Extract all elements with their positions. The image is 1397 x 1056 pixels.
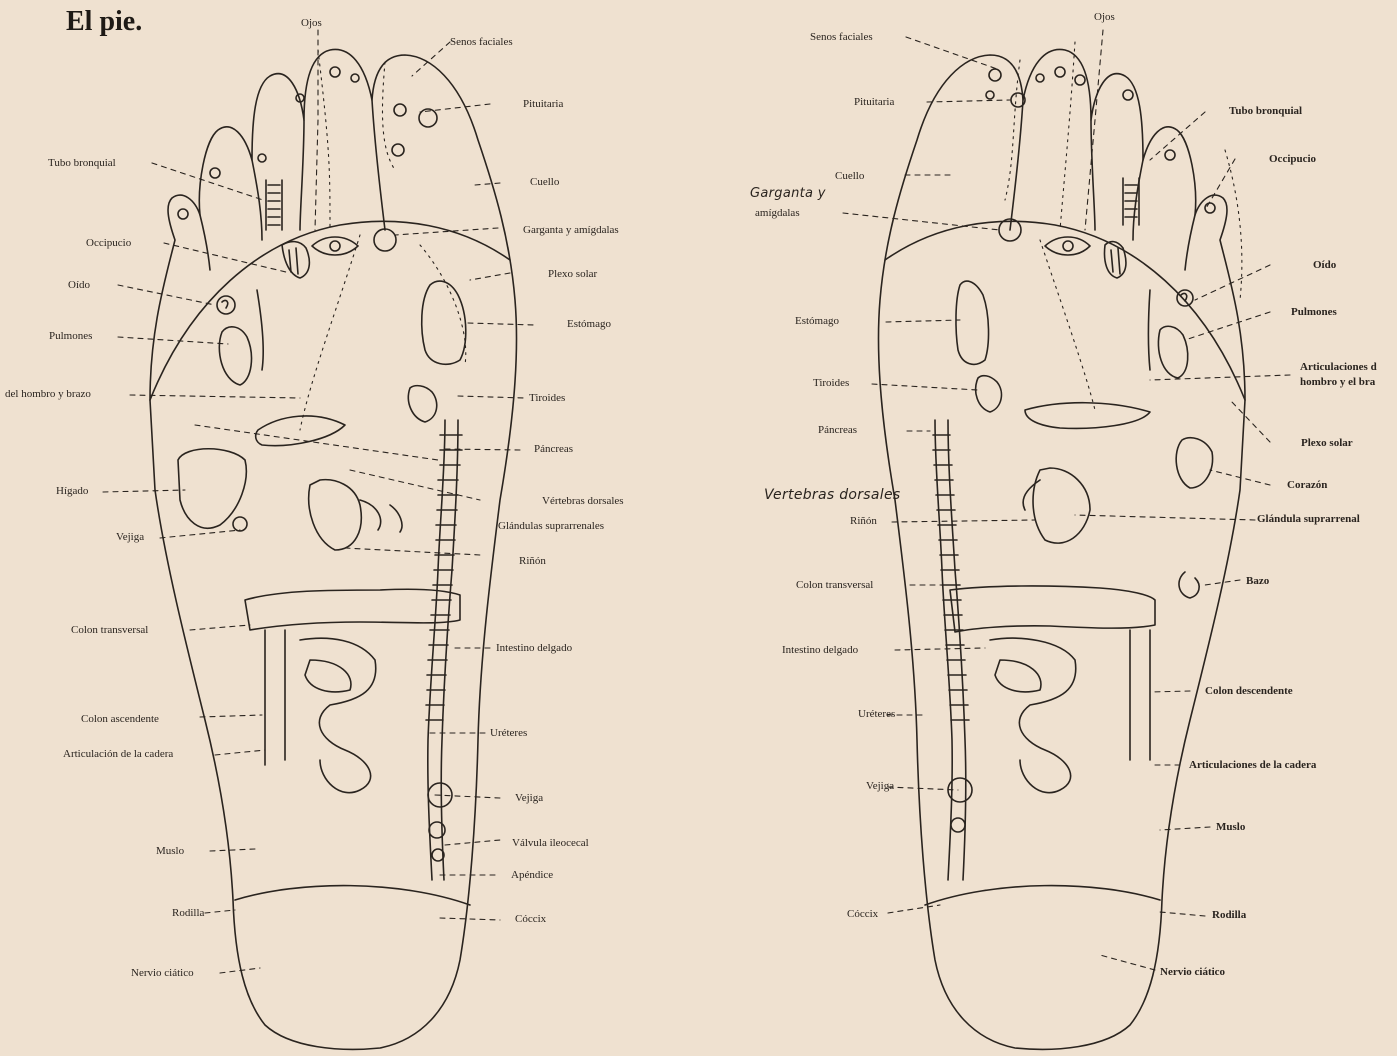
label-nervio-ciatico: Nervio ciático: [131, 967, 194, 980]
label-articulaciones-cadera-r: Articulaciones de la cadera: [1189, 759, 1316, 772]
left-foot-leader-lines: [103, 30, 535, 973]
label-colon-descendente-r: Colon descendente: [1205, 685, 1293, 698]
label-cuello-r: Cuello: [835, 170, 864, 183]
label-rodilla-r: Rodilla: [1212, 909, 1246, 922]
label-apendice: Apéndice: [511, 869, 553, 882]
label-vejiga-r: Vejiga: [866, 780, 894, 793]
label-ureteres-r: Uréteres: [858, 708, 895, 721]
label-estomago-r: Estómago: [795, 315, 839, 328]
label-pancreas: Páncreas: [534, 443, 573, 456]
label-tubo-bronquial-r: Tubo bronquial: [1229, 105, 1302, 118]
label-garganta-amigdalas: Garganta y amígdalas: [523, 224, 619, 237]
label-amigdalas-r: amígdalas: [755, 207, 800, 220]
label-intestino-delgado-r: Intestino delgado: [782, 644, 858, 657]
label-occipucio-r: Occipucio: [1269, 153, 1316, 166]
label-ojos-r: Ojos: [1094, 11, 1115, 24]
label-tubo-bronquial: Tubo bronquial: [48, 157, 116, 170]
label-articulacion-cadera: Articulación de la cadera: [63, 748, 173, 761]
label-vejiga-1: Vejiga: [116, 531, 144, 544]
label-muslo: Muslo: [156, 845, 184, 858]
label-rodilla: Rodilla: [172, 907, 204, 920]
label-glandulas-suprarrenales: Glándulas suprarrenales: [498, 520, 604, 533]
label-colon-transversal-r: Colon transversal: [796, 579, 873, 592]
label-occipucio: Occipucio: [86, 237, 131, 250]
label-pulmones: Pulmones: [49, 330, 92, 343]
label-pulmones-r: Pulmones: [1291, 306, 1337, 319]
label-vertebras-handwritten: Vertebras dorsales: [764, 487, 900, 503]
label-corazon-r: Corazón: [1287, 479, 1327, 492]
label-coccix: Cóccix: [515, 913, 546, 926]
label-colon-ascendente: Colon ascendente: [81, 713, 159, 726]
label-bazo-r: Bazo: [1246, 575, 1269, 588]
label-plexo-solar-r: Plexo solar: [1301, 437, 1353, 450]
label-senos-faciales-r: Senos faciales: [810, 31, 873, 44]
left-foot-organs: [178, 67, 466, 880]
label-hombro-brazo-r: hombro y el bra: [1300, 376, 1375, 389]
label-plexo-solar: Plexo solar: [548, 268, 597, 281]
label-pituitaria-r: Pituitaria: [854, 96, 894, 109]
label-oido: Oído: [68, 279, 90, 292]
label-glandula-suprarrenal-r: Glándula suprarrenal: [1257, 513, 1360, 526]
label-pancreas-r: Páncreas: [818, 424, 857, 437]
label-tiroides-r: Tiroides: [813, 377, 849, 390]
label-articulaciones-r: Articulaciones d: [1300, 361, 1377, 374]
label-ureteres: Uréteres: [490, 727, 527, 740]
label-oido-r: Oído: [1313, 259, 1336, 272]
label-vejiga-2: Vejiga: [515, 792, 543, 805]
label-higado: Hígado: [56, 485, 88, 498]
label-senos-faciales: Senos faciales: [450, 36, 513, 49]
label-colon-transversal: Colon transversal: [71, 624, 148, 637]
label-garganta-handwritten: Garganta y: [750, 186, 826, 201]
label-muslo-r: Muslo: [1216, 821, 1245, 834]
label-estomago: Estómago: [567, 318, 611, 331]
label-tiroides: Tiroides: [529, 392, 565, 405]
label-coccix-r: Cóccix: [847, 908, 878, 921]
label-nervio-ciatico-r: Nervio ciático: [1160, 966, 1225, 979]
label-pituitaria: Pituitaria: [523, 98, 563, 111]
label-cuello: Cuello: [530, 176, 559, 189]
right-foot-outline: [878, 49, 1245, 1049]
label-intestino-delgado: Intestino delgado: [496, 642, 572, 655]
label-rinon-r: Riñón: [850, 515, 877, 528]
label-hombro-brazo: del hombro y brazo: [5, 388, 91, 401]
label-vertebras-dorsales: Vértebras dorsales: [542, 495, 624, 508]
label-ojos: Ojos: [301, 17, 322, 30]
label-valvula-ileocecal: Válvula ileocecal: [512, 837, 589, 850]
right-foot-organs: [933, 67, 1215, 880]
label-rinon: Riñón: [519, 555, 546, 568]
